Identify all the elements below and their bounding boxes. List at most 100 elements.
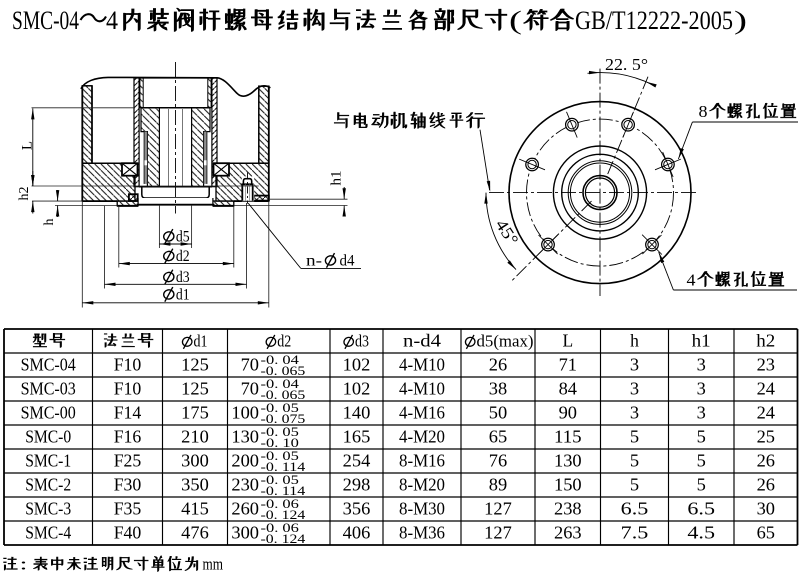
svg-text:415: 415 xyxy=(181,499,209,519)
svg-text:-0. 124: -0. 124 xyxy=(261,507,306,522)
svg-text:125: 125 xyxy=(181,355,209,375)
svg-text:-0. 05: -0. 05 xyxy=(261,448,299,463)
svg-text:26: 26 xyxy=(757,475,775,495)
svg-text:6.5: 6.5 xyxy=(687,499,715,519)
svg-text:25: 25 xyxy=(757,427,775,447)
svg-text:h: h xyxy=(630,331,639,351)
svg-text:F40: F40 xyxy=(114,523,142,543)
svg-text:n-d4: n-d4 xyxy=(403,331,441,351)
svg-text:4-M20: 4-M20 xyxy=(399,427,445,447)
svg-text:3: 3 xyxy=(697,403,706,423)
svg-text:84: 84 xyxy=(559,379,577,399)
svg-text:d3: d3 xyxy=(355,332,369,351)
svg-text:SMC-04: SMC-04 xyxy=(21,355,76,375)
svg-text:F25: F25 xyxy=(114,451,142,471)
svg-text:F10: F10 xyxy=(114,355,142,375)
svg-text:300: 300 xyxy=(181,451,209,471)
svg-text:-0. 04: -0. 04 xyxy=(261,376,300,391)
svg-text:-0. 05: -0. 05 xyxy=(261,424,299,439)
svg-text:65: 65 xyxy=(757,523,775,543)
svg-text:65: 65 xyxy=(489,427,507,447)
svg-text:SMC-04: SMC-04 xyxy=(12,6,79,35)
svg-text:24: 24 xyxy=(757,379,775,399)
svg-text:260: 260 xyxy=(231,499,259,519)
svg-text:mm: mm xyxy=(203,555,224,573)
svg-text:d2: d2 xyxy=(277,332,291,351)
svg-text:127: 127 xyxy=(484,523,512,543)
svg-text:26: 26 xyxy=(489,355,507,375)
svg-text:8-M36: 8-M36 xyxy=(399,523,445,543)
svg-text:165: 165 xyxy=(343,427,371,447)
svg-text:230: 230 xyxy=(231,475,259,495)
svg-text:SMC-2: SMC-2 xyxy=(25,475,71,495)
svg-text:n-: n- xyxy=(306,252,322,269)
svg-text:): ) xyxy=(734,6,747,35)
svg-text:SMC-4: SMC-4 xyxy=(25,523,71,543)
svg-text:175: 175 xyxy=(181,403,209,423)
svg-text:8-M20: 8-M20 xyxy=(399,475,445,495)
svg-text:SMC-0: SMC-0 xyxy=(25,427,71,447)
svg-text:5: 5 xyxy=(630,427,639,447)
svg-text:150: 150 xyxy=(554,475,582,495)
svg-text:5: 5 xyxy=(630,451,639,471)
svg-text:263: 263 xyxy=(554,523,582,543)
svg-text:-0. 065: -0. 065 xyxy=(261,387,306,402)
svg-text:24: 24 xyxy=(757,403,775,423)
svg-text:5: 5 xyxy=(697,451,706,471)
svg-text:356: 356 xyxy=(343,499,371,519)
svg-text:70: 70 xyxy=(241,379,259,399)
svg-text:8-M16: 8-M16 xyxy=(399,451,445,471)
svg-text:-0. 04: -0. 04 xyxy=(261,352,300,367)
svg-text:23: 23 xyxy=(757,355,775,375)
svg-text:d5(max): d5(max) xyxy=(477,332,534,351)
svg-text:200: 200 xyxy=(231,451,259,471)
svg-text:-0. 06: -0. 06 xyxy=(261,496,300,511)
svg-text:h1: h1 xyxy=(692,331,711,351)
svg-text:89: 89 xyxy=(489,475,507,495)
svg-text:102: 102 xyxy=(343,355,371,375)
svg-text:h1: h1 xyxy=(329,171,345,186)
svg-text:50: 50 xyxy=(489,403,507,423)
svg-text:4-M16: 4-M16 xyxy=(399,403,445,423)
svg-text:d4: d4 xyxy=(340,252,355,269)
svg-text:5: 5 xyxy=(697,475,706,495)
svg-text:3: 3 xyxy=(697,379,706,399)
svg-text:115: 115 xyxy=(554,427,582,447)
svg-text:71: 71 xyxy=(559,355,577,375)
svg-text:4-M10: 4-M10 xyxy=(399,379,445,399)
svg-text:8-M30: 8-M30 xyxy=(399,499,445,519)
svg-text:F35: F35 xyxy=(114,499,142,519)
svg-text:4.5: 4.5 xyxy=(687,523,715,543)
svg-text:70: 70 xyxy=(241,355,259,375)
svg-text:GB/T12222-2005: GB/T12222-2005 xyxy=(575,6,733,35)
svg-text:125: 125 xyxy=(181,379,209,399)
svg-text:3: 3 xyxy=(630,403,639,423)
svg-text:3: 3 xyxy=(630,355,639,375)
svg-text:5: 5 xyxy=(697,427,706,447)
svg-text:102: 102 xyxy=(343,379,371,399)
svg-text:SMC-1: SMC-1 xyxy=(25,451,71,471)
svg-text:76: 76 xyxy=(489,451,507,471)
svg-text:140: 140 xyxy=(343,403,371,423)
svg-text:-0. 06: -0. 06 xyxy=(261,520,300,535)
svg-text:476: 476 xyxy=(181,523,209,543)
svg-text:SMC-3: SMC-3 xyxy=(25,499,71,519)
svg-text:30: 30 xyxy=(757,499,775,519)
svg-text:298: 298 xyxy=(343,475,371,495)
svg-text:h2: h2 xyxy=(756,331,775,351)
svg-text:-0. 114: -0. 114 xyxy=(261,459,306,474)
svg-text:5: 5 xyxy=(630,475,639,495)
svg-text:F14: F14 xyxy=(114,403,142,423)
svg-text:-0. 05: -0. 05 xyxy=(261,400,299,415)
svg-text:d1: d1 xyxy=(194,332,208,351)
svg-text::: : xyxy=(20,555,28,573)
svg-text:3: 3 xyxy=(630,379,639,399)
svg-text:254: 254 xyxy=(343,451,371,471)
svg-text:-0. 065: -0. 065 xyxy=(261,363,306,378)
svg-text:300: 300 xyxy=(231,523,259,543)
svg-text:SMC-03: SMC-03 xyxy=(21,379,76,399)
svg-text:-0. 075: -0. 075 xyxy=(261,411,306,426)
svg-text:d5: d5 xyxy=(176,228,190,245)
svg-text:4-M10: 4-M10 xyxy=(399,355,445,375)
svg-text:F30: F30 xyxy=(114,475,142,495)
